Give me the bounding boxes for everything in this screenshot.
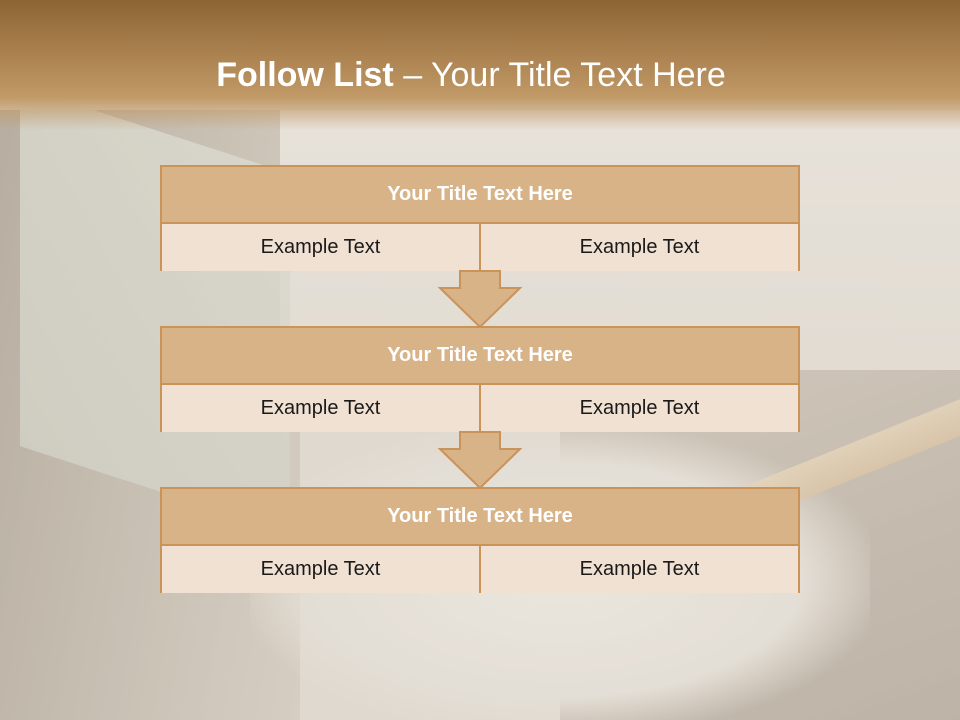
block-cell-right: Example Text [479,385,798,432]
slide-title: Follow List – Your Title Text Here [0,56,942,95]
block-cell-left: Example Text [162,224,479,271]
title-bar: Follow List – Your Title Text Here [0,0,960,130]
slide-title-bold: Follow List [216,56,394,94]
block-cell-left: Example Text [162,546,479,593]
follow-list-block-2: Your Title Text Here Example Text Exampl… [160,326,800,432]
slide-title-rest: – Your Title Text Here [393,56,726,94]
block-cell-right: Example Text [479,224,798,271]
follow-list-block-3: Your Title Text Here Example Text Exampl… [160,487,800,593]
block-title: Your Title Text Here [162,328,798,385]
down-arrow-icon [438,431,522,490]
follow-list-block-1: Your Title Text Here Example Text Exampl… [160,165,800,271]
block-title: Your Title Text Here [162,167,798,224]
down-arrow-icon [438,270,522,329]
block-cell-left: Example Text [162,385,479,432]
block-title: Your Title Text Here [162,489,798,546]
block-cell-right: Example Text [479,546,798,593]
